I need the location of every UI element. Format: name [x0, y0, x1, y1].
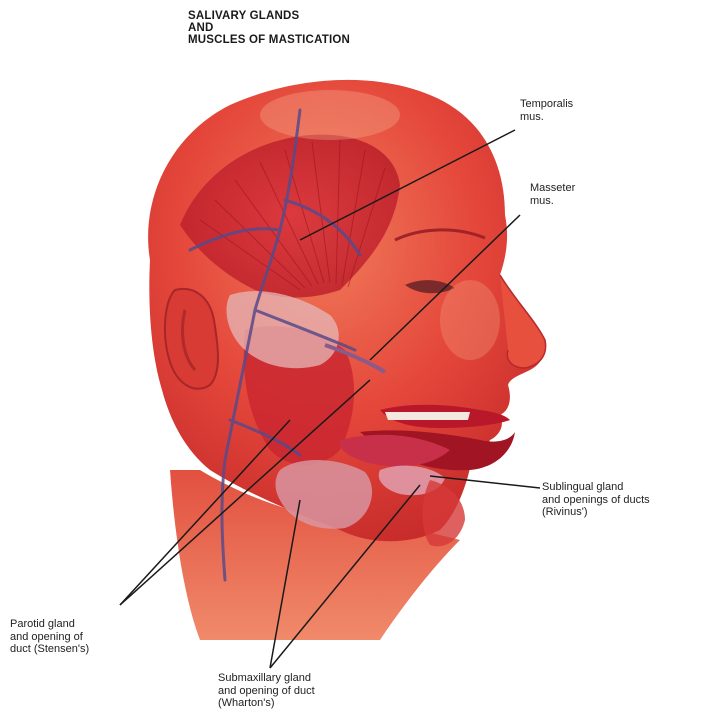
label-parotid-line-3: duct (Stensen's) [10, 643, 89, 656]
label-sublingual: Sublingual gland and openings of ducts (… [542, 481, 650, 519]
diagram-title: SALIVARY GLANDS AND MUSCLES OF MASTICATI… [188, 10, 350, 46]
label-temporalis-line-2: mus. [520, 111, 573, 124]
title-line-3: MUSCLES OF MASTICATION [188, 34, 350, 46]
label-sublingual-line-1: Sublingual gland [542, 481, 650, 494]
label-sublingual-line-3: (Rivinus') [542, 506, 650, 519]
label-submaxillary-line-1: Submaxillary gland [218, 672, 315, 685]
label-temporalis-line-1: Temporalis [520, 98, 573, 111]
label-masseter-line-1: Masseter [530, 182, 575, 195]
label-temporalis: Temporalis mus. [520, 98, 573, 123]
label-parotid-line-2: and opening of [10, 631, 89, 644]
teeth [385, 412, 470, 420]
nose [500, 275, 546, 368]
title-line-2: AND [188, 22, 350, 34]
label-submaxillary-line-2: and opening of duct [218, 685, 315, 698]
label-parotid: Parotid gland and opening of duct (Stens… [10, 618, 89, 656]
title-line-1: SALIVARY GLANDS [188, 10, 350, 22]
label-parotid-line-1: Parotid gland [10, 618, 89, 631]
label-submaxillary-line-3: (Wharton's) [218, 697, 315, 710]
label-sublingual-line-2: and openings of ducts [542, 494, 650, 507]
label-submaxillary: Submaxillary gland and opening of duct (… [218, 672, 315, 710]
label-masseter: Masseter mus. [530, 182, 575, 207]
label-masseter-line-2: mus. [530, 195, 575, 208]
